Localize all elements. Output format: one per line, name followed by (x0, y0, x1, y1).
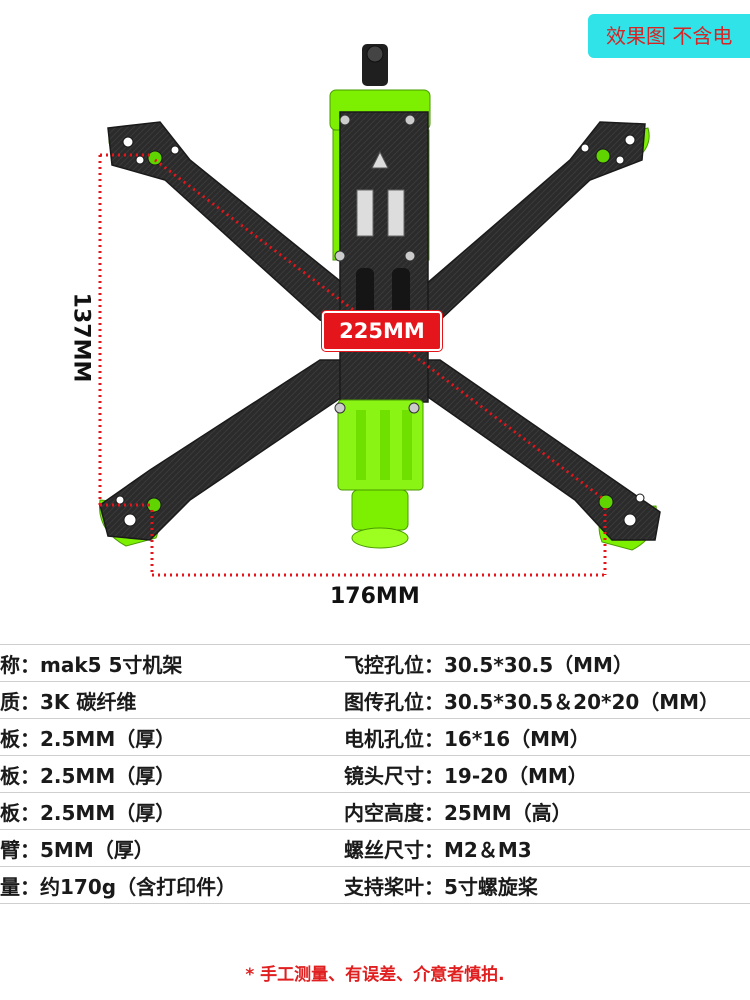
spec-row: 顶板：2.5MM（厚） 电机孔位：16*16（MM） (0, 719, 750, 756)
spec-table: 名称：mak5 5寸机架 飞控孔位：30.5*30.5（MM） 材质：3K 碳纤… (0, 644, 750, 904)
spec-right: 内空高度：25MM（高） (344, 800, 572, 825)
diagonal-dimension-label: 225MM (322, 311, 442, 351)
effect-image-badge: 效果图 不含电 (588, 14, 750, 58)
height-dimension-label: 137MM (68, 292, 94, 383)
spec-row: 材质：3K 碳纤维 图传孔位：30.5*30.5＆20*20（MM） (0, 682, 750, 719)
spec-left: 中板：2.5MM（厚） (0, 763, 176, 788)
spec-row: 名称：mak5 5寸机架 飞控孔位：30.5*30.5（MM） (0, 644, 750, 682)
spec-right: 飞控孔位：30.5*30.5（MM） (344, 652, 633, 677)
measurement-disclaimer: * 手工测量、有误差、介意者慎拍. (245, 965, 505, 985)
spec-right: 图传孔位：30.5*30.5＆20*20（MM） (344, 689, 720, 714)
spec-right: 螺丝尺寸：M2＆M3 (344, 837, 532, 862)
spec-left: 机臂：5MM（厚） (0, 837, 154, 862)
drone-frame-illustration (98, 44, 661, 577)
spec-left: 底板：2.5MM（厚） (0, 800, 176, 825)
spec-row: 中板：2.5MM（厚） 镜头尺寸：19-20（MM） (0, 756, 750, 793)
spec-right: 镜头尺寸：19-20（MM） (344, 763, 588, 788)
spec-left: 材质：3K 碳纤维 (0, 689, 137, 714)
spec-right: 支持桨叶：5寸螺旋桨 (344, 874, 538, 899)
spec-row: 底板：2.5MM（厚） 内空高度：25MM（高） (0, 793, 750, 830)
spec-left: 名称：mak5 5寸机架 (0, 652, 183, 677)
spec-row: 机臂：5MM（厚） 螺丝尺寸：M2＆M3 (0, 830, 750, 867)
arm-holes (115, 134, 645, 527)
spec-row: 重量：约170g（含打印件） 支持桨叶：5寸螺旋桨 (0, 867, 750, 904)
spec-left: 重量：约170g（含打印件） (0, 874, 237, 899)
spec-left: 顶板：2.5MM（厚） (0, 726, 176, 751)
spec-right: 电机孔位：16*16（MM） (344, 726, 590, 751)
rear-antenna-mount (334, 399, 424, 549)
main-plate (334, 111, 429, 403)
carbon-arms (99, 121, 661, 541)
width-dimension-label: 176MM (330, 584, 420, 609)
